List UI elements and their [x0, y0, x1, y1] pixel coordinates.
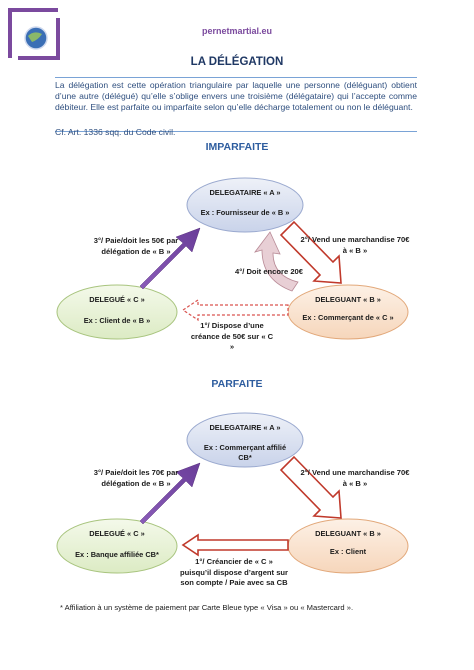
parfaite-arrow2	[279, 455, 342, 519]
parfaite-delegataire-name: DELEGATAIRE « A »	[209, 423, 281, 432]
imparfaite-deleguant-name: DELEGUANT « B »	[315, 295, 381, 304]
imparfaite-delegataire-name: DELEGATAIRE « A »	[209, 188, 281, 197]
imparfaite-deleguant-node	[287, 284, 409, 340]
page-title: LA DÉLÉGATION	[190, 56, 284, 68]
imparfaite-deleguant-ex: Ex : Commerçant de « C »	[302, 313, 394, 322]
parfaite-delegue-node	[56, 518, 178, 574]
imparfaite-arrow3-label: 3°/ Paie/doit les 50€ par délégation de …	[93, 236, 179, 256]
definition-text: La délégation est cette opération triang…	[55, 80, 417, 113]
imparfaite-delegataire-ex: Ex : Fournisseur de « B »	[200, 208, 290, 217]
imparfaite-heading: IMPARFAITE	[205, 141, 269, 153]
footnote: * Affiliation à un système de paiement p…	[60, 603, 354, 612]
imparfaite-arrow1	[181, 298, 289, 322]
imparfaite-delegue-node	[56, 284, 178, 340]
parfaite-heading: PARFAITE	[211, 378, 263, 390]
imparfaite-arrow1-label: 1°/ Dispose d’une créance de 50€ sur « C…	[190, 321, 274, 351]
site-name[interactable]: pernetmartial.eu	[201, 26, 273, 36]
imparfaite-arrow2	[279, 220, 342, 284]
parfaite-arrow1	[181, 533, 289, 557]
parfaite-deleguant-name: DELEGUANT « B »	[315, 529, 381, 538]
parfaite-deleguant-ex: Ex : Client	[329, 547, 367, 556]
parfaite-arrow3-label: 3°/ Paie/doit les 70€ par délégation de …	[93, 468, 179, 488]
imparfaite-delegue-name: DELEGUÉ « C »	[89, 295, 145, 304]
parfaite-arrow3	[139, 462, 201, 525]
parfaite-arrow1-label: 1°/ Créancier de « C » puisqu’il dispose…	[180, 557, 289, 587]
definition-box	[55, 77, 417, 132]
parfaite-delegataire-node	[186, 412, 304, 468]
imparfaite-arrow3	[139, 227, 201, 290]
imparfaite-arrow2-label: 2°/ Vend une marchandise 70€ à « B »	[300, 235, 410, 255]
parfaite-delegue-ex: Ex : Banque affiliée CB*	[75, 550, 159, 559]
parfaite-delegataire-ex: Ex : Commerçant affilié CB*	[203, 443, 287, 462]
code-reference: Cf. Art. 1336 sqq. du Code civil.	[55, 127, 176, 137]
imparfaite-delegataire-node	[186, 177, 304, 233]
imparfaite-arrow4-label: 4°/ Doit encore 20€	[234, 267, 304, 276]
parfaite-arrow2-label: 2°/ Vend une marchandise 70€ à « B »	[300, 468, 410, 488]
parfaite-delegue-name: DELEGUÉ « C »	[89, 529, 145, 538]
logo	[8, 8, 60, 60]
imparfaite-delegue-ex: Ex : Client de « B »	[83, 316, 151, 325]
imparfaite-arrow4	[253, 231, 299, 292]
parfaite-deleguant-node	[287, 518, 409, 574]
